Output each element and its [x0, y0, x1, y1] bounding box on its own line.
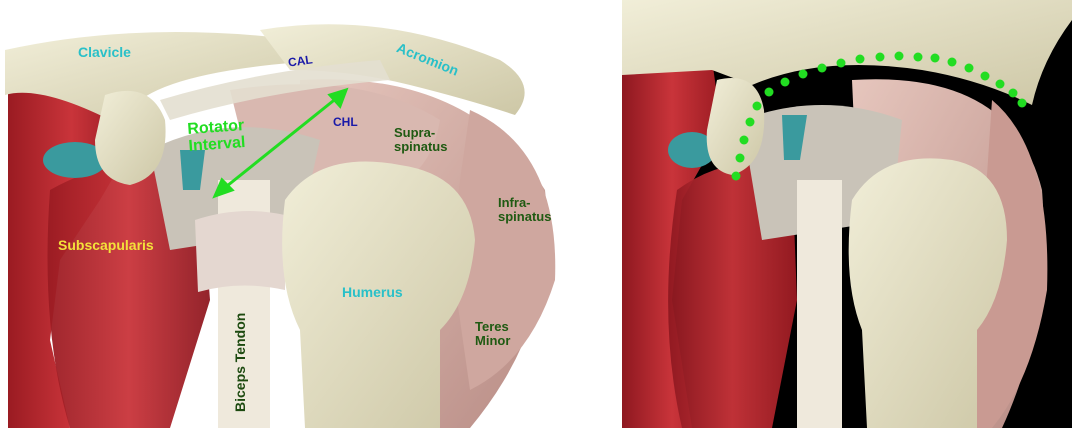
- label-teres-minor: Teres Minor: [475, 320, 510, 347]
- label-biceps-tendon: Biceps Tendon: [232, 313, 248, 412]
- tendon-strip-right: [797, 180, 842, 428]
- label-humerus: Humerus: [342, 285, 403, 300]
- label-supraspinatus: Supra- spinatus: [394, 126, 447, 153]
- label-subscapularis: Subscapularis: [58, 238, 154, 253]
- shoulder-anatomy-drawing-right: [622, 0, 1072, 428]
- label-infraspinatus: Infra- spinatus: [498, 196, 551, 223]
- labeled-shoulder-illustration: Clavicle CAL Acromion Rotator Interval C…: [0, 0, 600, 428]
- label-rotator-interval: Rotator Interval: [187, 118, 246, 155]
- label-clavicle: Clavicle: [78, 45, 131, 60]
- tendon-band: [195, 211, 285, 292]
- unlabeled-shoulder-illustration: [622, 0, 1072, 428]
- label-chl: CHL: [333, 116, 358, 129]
